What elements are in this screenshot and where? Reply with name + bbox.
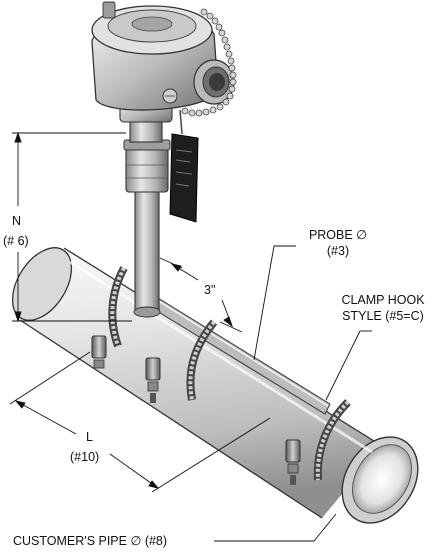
connection-head: [91, 1, 235, 123]
dimension-n: [12, 131, 132, 323]
identification-tag: [169, 109, 199, 223]
probe-stem: [123, 117, 171, 318]
clamp-hook-label: CLAMP HOOK: [341, 293, 425, 307]
n-reference-label: (# 6): [3, 234, 29, 248]
bead-chain: [181, 8, 237, 117]
customer-pipe: [11, 247, 419, 524]
customer-pipe-leader: [214, 513, 337, 542]
clamp-hook-leader: [325, 330, 372, 401]
three-inch-label: 3": [204, 283, 216, 297]
clamp-band-right: [285, 399, 351, 485]
probe-leader: [253, 245, 296, 361]
customer-pipe-label: CUSTOMER'S PIPE ∅ (#8): [13, 534, 168, 548]
probe-diameter-label: PROBE ∅: [308, 228, 368, 242]
clamp-style-label: STYLE (#5=C): [342, 309, 424, 323]
dimension-three-inch: [159, 257, 243, 333]
l-reference-label: (#10): [70, 450, 100, 464]
probe-reference-label: (#3): [326, 244, 350, 258]
n-dimension-label: N: [12, 214, 22, 228]
clamp-band-center: [145, 319, 218, 403]
dimension-l: [9, 351, 271, 493]
clamp-band-left: [91, 266, 128, 369]
l-dimension-label: L: [86, 430, 93, 444]
